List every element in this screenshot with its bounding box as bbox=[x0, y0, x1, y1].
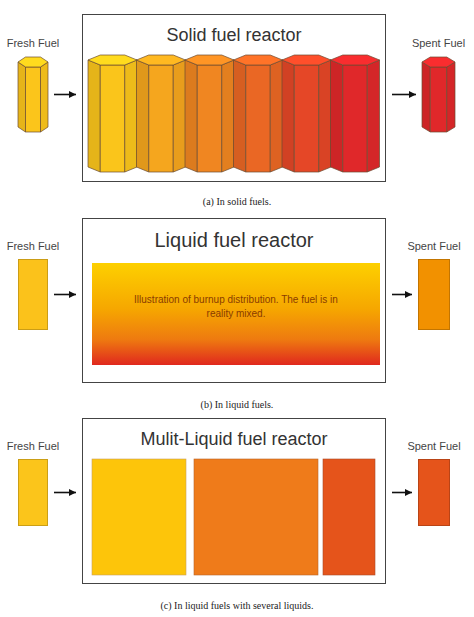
rod-face bbox=[270, 60, 282, 172]
fuel-rod bbox=[137, 55, 186, 172]
rod-face bbox=[26, 67, 41, 132]
caption: (a) In solid fuels. bbox=[0, 196, 474, 207]
rod-face bbox=[430, 67, 447, 132]
fresh-fuel-rod: Fresh Fuel bbox=[18, 57, 48, 132]
rod-face bbox=[234, 60, 246, 172]
rod-face bbox=[367, 60, 379, 172]
rod-face bbox=[343, 65, 368, 172]
rod-face bbox=[185, 60, 197, 172]
rod-face bbox=[88, 60, 100, 172]
fuel-rod bbox=[234, 55, 283, 172]
rod-face bbox=[294, 65, 319, 172]
rod-face bbox=[422, 57, 455, 67]
rod-face bbox=[18, 62, 26, 132]
fuel-rod bbox=[185, 55, 234, 172]
fuel-label: Fresh Fuel bbox=[7, 240, 60, 252]
rod-face bbox=[422, 62, 430, 132]
flow-arrow bbox=[54, 294, 76, 296]
rod-face bbox=[18, 57, 48, 67]
rod-face bbox=[319, 60, 331, 172]
reactor-box: Mulit-Liquid fuel reactor bbox=[82, 418, 386, 584]
rod-face bbox=[137, 60, 149, 172]
fuel-rod bbox=[282, 55, 331, 172]
reactor-box: Solid fuel reactor bbox=[82, 14, 386, 182]
flow-arrow bbox=[392, 94, 416, 96]
fuel-label: Spent Fuel bbox=[407, 440, 460, 452]
rod-face bbox=[246, 65, 271, 172]
rod-face bbox=[197, 65, 222, 172]
liquid-1 bbox=[92, 459, 186, 575]
rod-face bbox=[100, 65, 125, 172]
rod-shape bbox=[18, 57, 48, 132]
rod-face bbox=[282, 60, 294, 172]
note-text: Illustration of burnup distribution. The… bbox=[134, 293, 339, 321]
rod-face bbox=[125, 60, 137, 172]
rod-face bbox=[447, 62, 455, 132]
rod-shape bbox=[422, 57, 455, 132]
spent-fuel: Spent Fuel bbox=[418, 459, 450, 526]
caption: (b) In liquid fuels. bbox=[0, 399, 474, 410]
liquid-2 bbox=[194, 459, 318, 575]
fuel-rod bbox=[331, 55, 380, 172]
fuel-rods bbox=[88, 55, 380, 172]
reactor-title: Solid fuel reactor bbox=[83, 25, 385, 46]
flow-arrow bbox=[54, 492, 76, 494]
rod-face bbox=[331, 55, 380, 65]
fuel-label: Spent Fuel bbox=[412, 37, 465, 49]
fresh-fuel: Fresh Fuel bbox=[18, 459, 48, 526]
rod-face bbox=[137, 55, 186, 65]
reactor-title: Mulit-Liquid fuel reactor bbox=[83, 429, 385, 450]
rod-face bbox=[234, 55, 283, 65]
rod-face bbox=[282, 55, 331, 65]
rod-face bbox=[41, 62, 49, 132]
flow-arrow bbox=[54, 94, 76, 96]
rod-face bbox=[222, 60, 234, 172]
spent-fuel: Spent Fuel bbox=[418, 259, 450, 330]
rod-face bbox=[173, 60, 185, 172]
liquid-3 bbox=[323, 459, 375, 575]
rod-face bbox=[331, 60, 343, 172]
fuel-rod bbox=[88, 55, 137, 172]
caption: (c) In liquid fuels with several liquids… bbox=[0, 600, 474, 611]
flow-arrow bbox=[392, 294, 412, 296]
spent-fuel-rod: Spent Fuel bbox=[422, 57, 455, 132]
burnup-gradient: Illustration of burnup distribution. The… bbox=[92, 263, 380, 365]
fuel-label: Fresh Fuel bbox=[7, 440, 60, 452]
rod-face bbox=[88, 55, 137, 65]
rod-face bbox=[185, 55, 234, 65]
reactor-title: Liquid fuel reactor bbox=[83, 229, 385, 252]
reactor-box: Illustration of burnup distribution. The… bbox=[82, 218, 386, 383]
flow-arrow bbox=[392, 492, 412, 494]
fuel-label: Fresh Fuel bbox=[7, 37, 60, 49]
fresh-fuel: Fresh Fuel bbox=[18, 259, 48, 330]
rod-face bbox=[149, 65, 174, 172]
fuel-label: Spent Fuel bbox=[407, 240, 460, 252]
